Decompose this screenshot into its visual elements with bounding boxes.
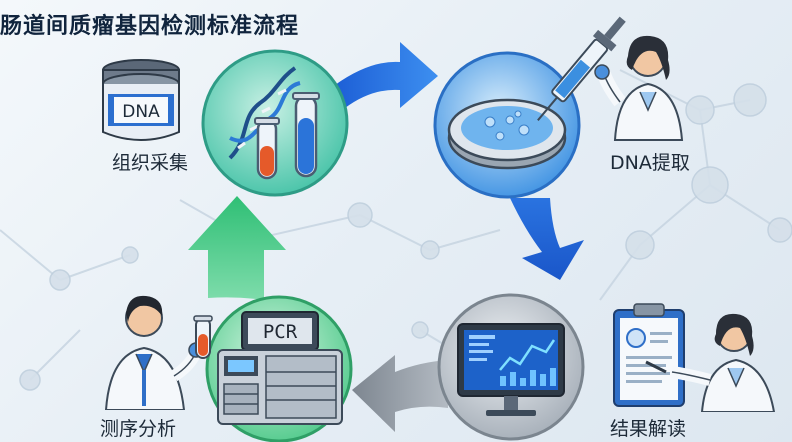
- scientist-syringe-icon: [537, 16, 684, 141]
- test-tube-icon: [254, 117, 280, 180]
- syringe-icon: [537, 16, 626, 121]
- clipboard-icon: [613, 303, 685, 407]
- arrow-result-to-sequence: [352, 355, 448, 432]
- jar-label: DNA: [122, 102, 160, 122]
- scientist-clipboard-icon: [613, 303, 776, 412]
- step-label-result: 结果解读: [610, 418, 687, 440]
- scientist-tube-icon: [104, 295, 213, 410]
- arrow-extract-to-result: [510, 198, 584, 280]
- scientist-icon: [645, 313, 776, 412]
- tissue-circle: [201, 49, 349, 197]
- scientist-icon: [594, 35, 684, 141]
- pcr-machine-icon: PCR: [217, 311, 343, 425]
- extract-circle: [433, 51, 581, 199]
- test-tube-icon: [292, 92, 320, 178]
- petri-dish-icon: [447, 98, 567, 170]
- step-label-tissue: 组织采集: [112, 152, 189, 174]
- step-label-sequence: 测序分析: [100, 418, 177, 440]
- page-title: 肠道间质瘤基因检测标准流程: [0, 14, 300, 39]
- pcr-screen-label: PCR: [263, 321, 298, 343]
- dna-jar-icon: DNA: [102, 59, 180, 141]
- arrow-sequence-to-tissue: [188, 196, 286, 300]
- result-circle: [437, 293, 585, 441]
- test-tube-icon: [193, 315, 213, 359]
- scientist-icon: [104, 295, 204, 410]
- sequence-circle: PCR: [205, 295, 353, 442]
- arrow-tissue-to-extract: [335, 42, 438, 108]
- step-label-extract: DNA提取: [610, 152, 690, 174]
- monitor-icon: [457, 323, 565, 416]
